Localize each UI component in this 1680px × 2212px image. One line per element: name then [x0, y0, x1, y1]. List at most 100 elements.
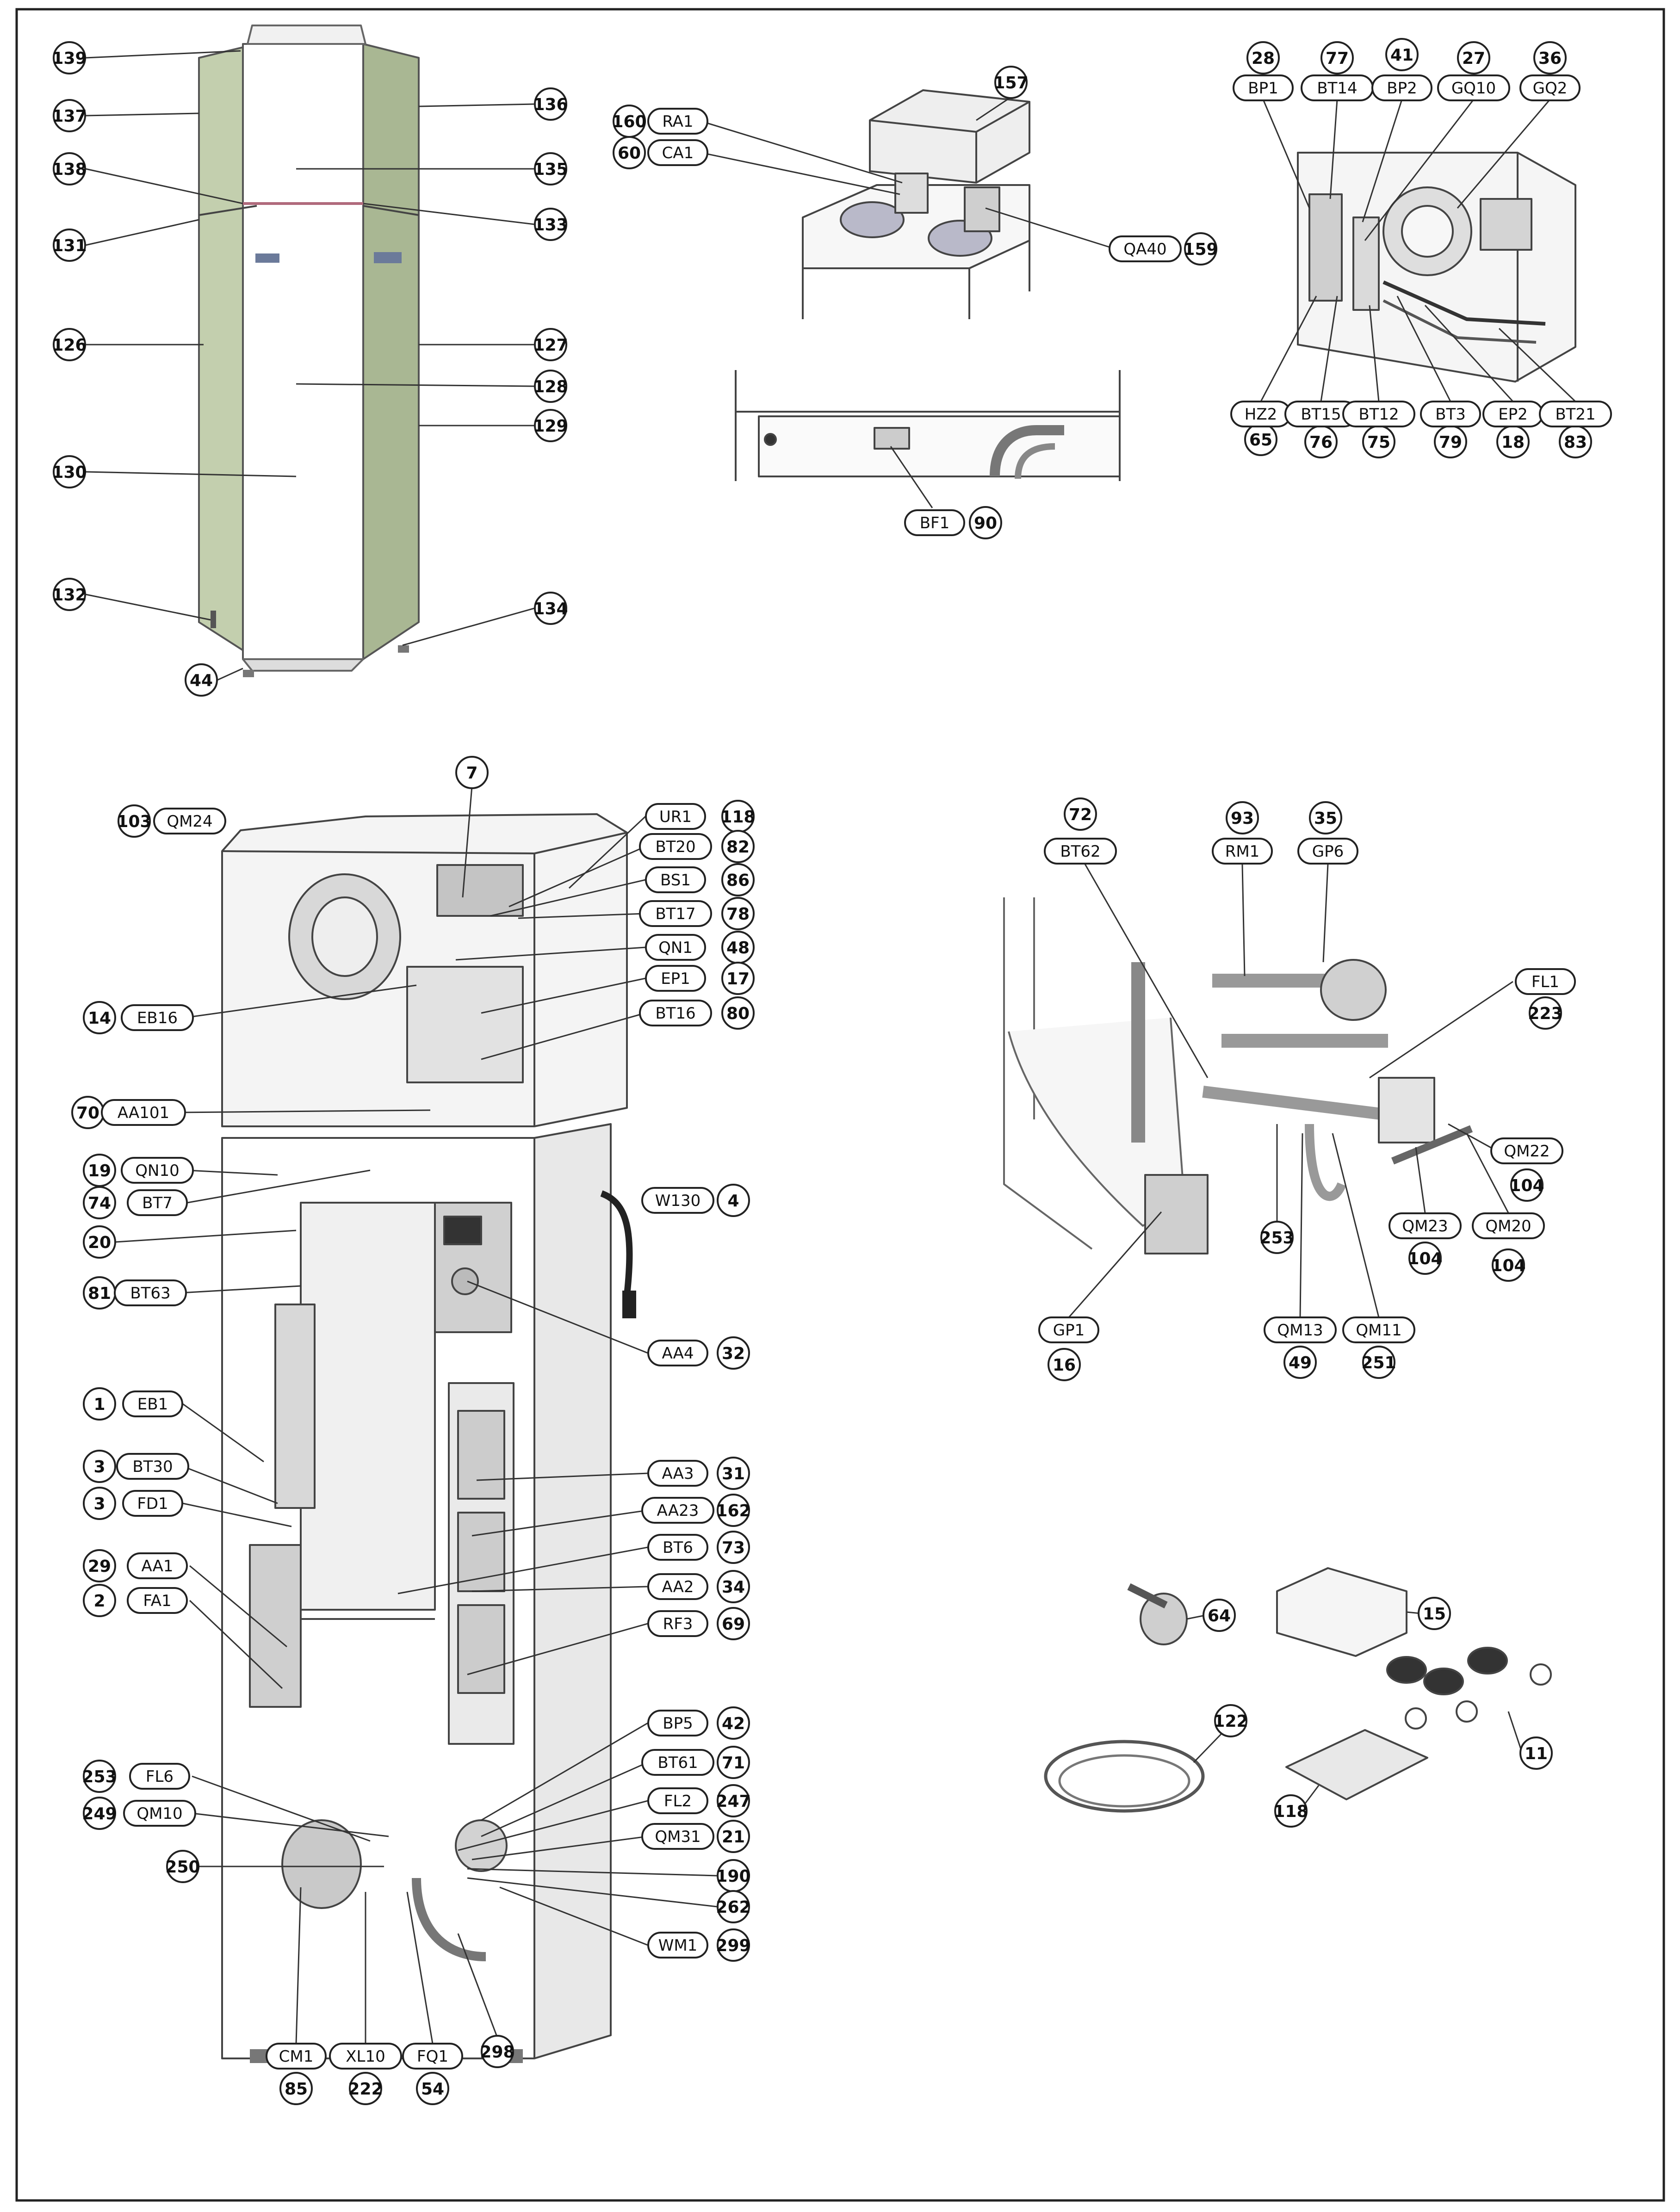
callout-number: 126 [52, 328, 87, 361]
tag-text: QM11 [1356, 1321, 1401, 1340]
callout-number: 74 [83, 1186, 116, 1219]
leader-line [701, 120, 903, 184]
callout-number: 132 [52, 578, 87, 611]
callout-text: 36 [1538, 49, 1562, 68]
callout-text: 77 [1326, 49, 1349, 68]
callout-circle [717, 1746, 750, 1779]
callout-circle [1320, 41, 1354, 74]
leader-line [499, 1886, 648, 1946]
tag-pill [1264, 1316, 1337, 1343]
callout-circle [721, 830, 755, 863]
component-tag: GQ10 [1437, 74, 1510, 101]
tag-pill [121, 1004, 194, 1031]
callout-circle [1184, 232, 1217, 266]
callout-number: 65 [1244, 423, 1277, 456]
tag-text: QM24 [167, 812, 212, 831]
callout-circle [721, 863, 755, 896]
callout-text: 49 [1289, 1353, 1312, 1372]
callout-text: 159 [1183, 240, 1218, 259]
callout-number: 122 [1213, 1704, 1248, 1737]
leader-line [187, 1169, 371, 1204]
callout-text: 253 [1259, 1229, 1294, 1248]
tag-pill [1038, 1316, 1099, 1343]
callout-text: 19 [88, 1162, 111, 1180]
component-tag: BT21 [1539, 401, 1612, 427]
tag-text: BS1 [660, 871, 691, 890]
callout-circle [717, 1457, 750, 1490]
tag-pill [1490, 1137, 1563, 1164]
page-frame [15, 8, 1665, 2202]
leader-line [508, 846, 646, 908]
component-tag: AA2 [647, 1573, 708, 1600]
callout-text: 137 [52, 107, 87, 126]
tag-text: BT12 [1358, 405, 1399, 424]
callout-number: 136 [533, 87, 568, 121]
callout-number: 78 [721, 897, 755, 930]
callout-text: 83 [1564, 433, 1587, 452]
callout-text: 34 [722, 1578, 745, 1597]
callout-number: 76 [1304, 425, 1338, 458]
tag-pill [127, 1189, 188, 1216]
callout-circle [717, 1570, 750, 1603]
component-tag: BT7 [127, 1189, 188, 1216]
tag-pill [127, 1587, 188, 1614]
callout-text: 29 [88, 1557, 111, 1576]
callout-number: 127 [533, 328, 568, 361]
tag-text: WM1 [658, 1936, 698, 1955]
leader-line [85, 471, 297, 477]
tag-text: W130 [655, 1192, 701, 1210]
tag-text: BT21 [1555, 405, 1595, 424]
tag-pill [266, 2043, 327, 2070]
tag-text: BP5 [663, 1714, 693, 1733]
callout-circle [1362, 1346, 1395, 1379]
component-tag: CM1 [266, 2043, 327, 2070]
component-tag: BT17 [639, 900, 712, 927]
tag-text: FA1 [143, 1592, 171, 1610]
callout-text: 162 [716, 1501, 750, 1520]
component-tag: BT6 [647, 1534, 708, 1561]
tag-pill [647, 1534, 708, 1561]
component-tag: RM1 [1212, 838, 1273, 865]
leader-line [402, 607, 535, 646]
component-tag: CA1 [647, 139, 708, 166]
component-tag: BP5 [647, 1710, 708, 1736]
callout-text: 48 [726, 939, 750, 958]
component-tag: QM23 [1389, 1212, 1462, 1239]
leader-line [518, 913, 646, 919]
callout-number: 79 [1434, 425, 1467, 458]
callout-number: 157 [993, 66, 1029, 99]
tag-text: FL2 [664, 1792, 692, 1810]
component-tag: AA1 [127, 1552, 188, 1579]
leader-line [1415, 1147, 1426, 1213]
component-tag: AA23 [641, 1497, 714, 1524]
component-tag: QN1 [645, 934, 706, 961]
callout-circle [717, 1820, 750, 1853]
callout-circle [717, 1890, 750, 1923]
callout-text: 2 [93, 1592, 105, 1611]
callout-number: 118 [1273, 1794, 1308, 1828]
tag-text: QM22 [1504, 1142, 1550, 1161]
tag-text: EB1 [137, 1395, 168, 1414]
callout-circle [185, 663, 218, 697]
callout-circle [717, 1494, 750, 1527]
top-module-illustration [802, 89, 1030, 319]
callout-circle [1457, 41, 1490, 74]
leader-line [976, 96, 1011, 121]
component-tag: QM22 [1490, 1137, 1563, 1164]
component-tag: BP2 [1371, 74, 1432, 101]
component-tag: EP1 [645, 965, 706, 992]
callout-circle [455, 756, 489, 789]
callout-circle [481, 2035, 514, 2068]
callout-text: 160 [612, 112, 646, 131]
callout-text: 78 [726, 905, 750, 924]
callout-circle [83, 1450, 116, 1483]
leader-line [1369, 305, 1380, 402]
callout-number: 19 [83, 1154, 116, 1187]
component-tag: GP6 [1297, 838, 1358, 865]
callout-circle [1309, 801, 1342, 834]
callout-number: 139 [52, 41, 87, 74]
tag-text: UR1 [659, 808, 692, 826]
component-tag: RF3 [647, 1610, 708, 1637]
tag-pill [1437, 74, 1510, 101]
